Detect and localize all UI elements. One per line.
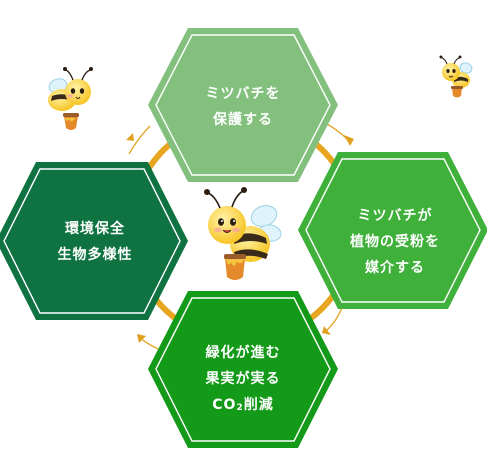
hex-label-line: 生物多様性 <box>57 247 133 263</box>
hex-label-line: 保護する <box>213 112 273 128</box>
cycle-arrows <box>126 118 354 354</box>
small-bee-icon <box>48 67 93 130</box>
honey-pot-icon <box>451 86 463 98</box>
hex-label-line: ミツバチを <box>205 86 281 102</box>
co2-subscript: 2 <box>236 403 244 413</box>
arrow-right-to-bottom <box>322 307 343 335</box>
bee-with-honey-pot-icon <box>204 187 282 280</box>
hex-label-line: 媒介する <box>365 260 425 276</box>
hex-label-line: 緑化が進む <box>205 345 281 361</box>
hex-node-bottom <box>148 291 338 448</box>
hex-label-top: ミツバチを 保護する <box>168 81 318 133</box>
co2-prefix: CO <box>212 397 237 413</box>
arrow-left-to-top <box>126 125 151 155</box>
hex-node-top <box>148 28 338 182</box>
hex-label-line: 植物の受粉を <box>350 234 440 250</box>
hex-label-left: 環境保全 生物多様性 <box>10 216 180 268</box>
hex-label-bottom: 緑化が進む 果実が実る CO2削減 <box>168 340 318 421</box>
small-bee-icon <box>439 55 473 98</box>
hex-label-co2-line: CO2削減 <box>168 392 318 421</box>
hex-node-right <box>298 152 487 309</box>
hex-label-line: ミツバチが <box>357 208 433 224</box>
hex-label-line: 環境保全 <box>65 221 125 237</box>
co2-suffix: 削減 <box>243 397 274 413</box>
hex-label-line: 果実が実る <box>205 371 281 387</box>
hex-node-left <box>0 162 188 320</box>
honey-pot-icon <box>63 113 79 130</box>
hex-label-right: ミツバチが 植物の受粉を 媒介する <box>310 203 480 281</box>
